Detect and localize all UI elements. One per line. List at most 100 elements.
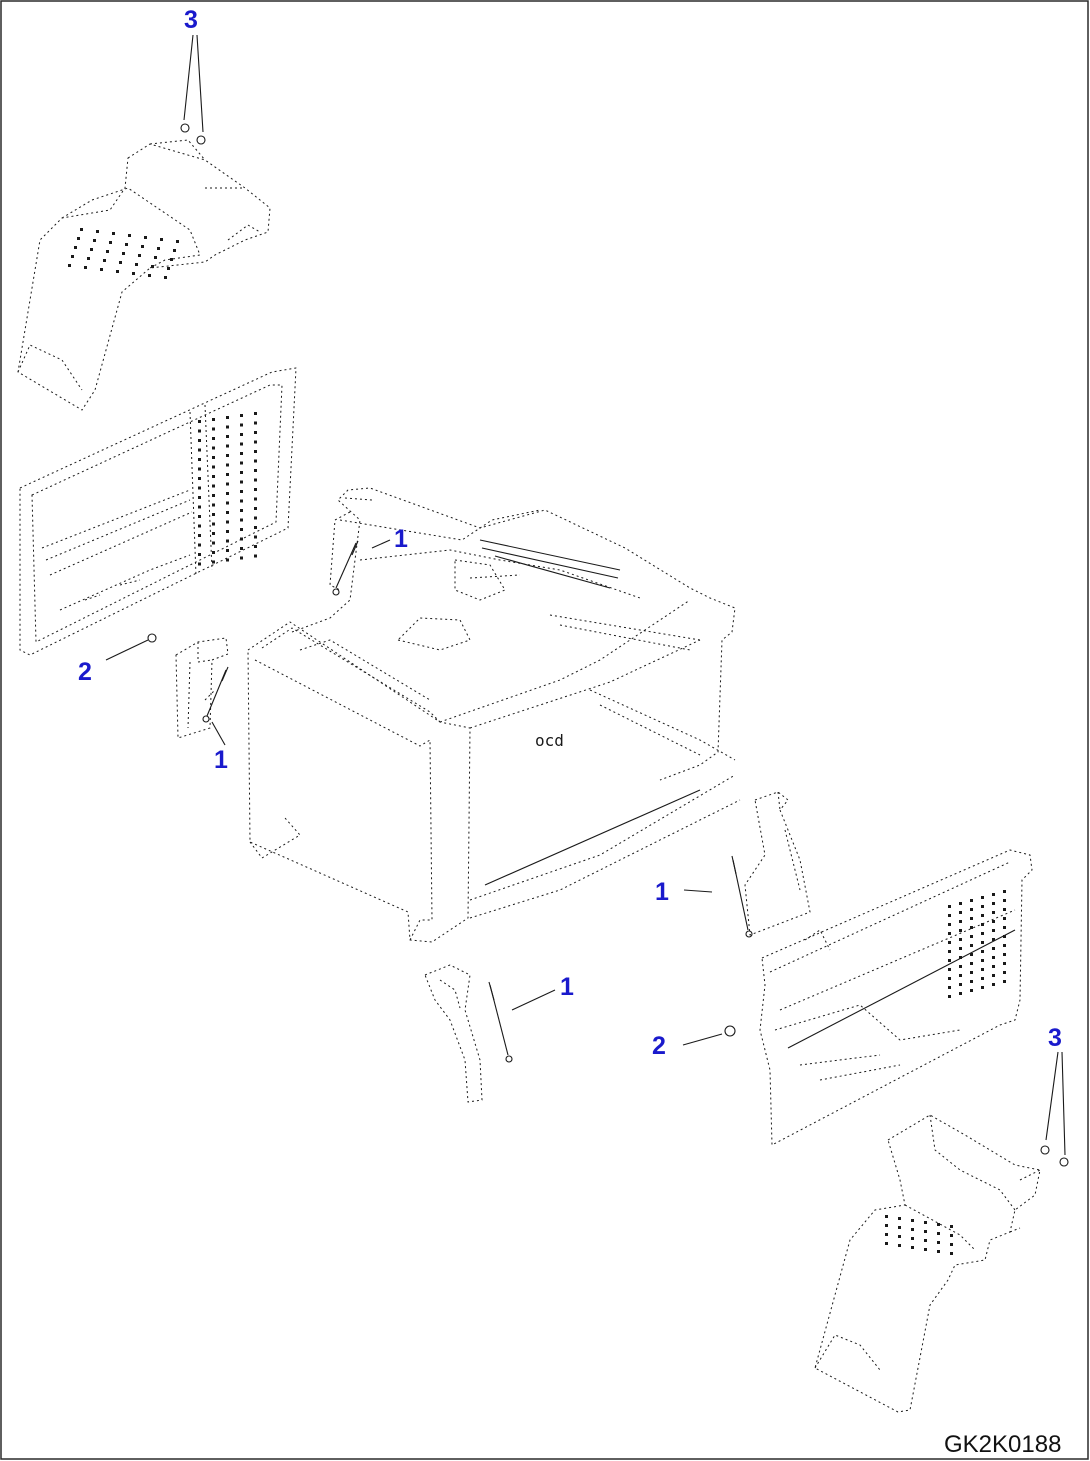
perforation-dot	[226, 473, 229, 476]
perforation-dot	[254, 421, 257, 425]
perforation-dot	[959, 974, 962, 977]
perforation-dot	[212, 513, 215, 516]
perforation-dot	[885, 1224, 888, 1227]
callout-labels: 3 1 2 1 1 1 2 3	[78, 6, 1062, 1060]
perforation-dot	[1003, 971, 1006, 974]
callout-1-left: 1	[214, 746, 228, 774]
perforation-dot	[1003, 962, 1006, 965]
perforation-dot	[240, 499, 243, 503]
perforation-dot	[959, 911, 962, 914]
perforation-dot	[948, 986, 951, 989]
perforation-dot	[240, 423, 243, 427]
perforation-dot	[240, 480, 243, 484]
perforation-dot	[970, 989, 973, 992]
perforation-dot	[226, 530, 229, 533]
right-door-mesh	[948, 890, 1006, 998]
perforation-dot	[198, 543, 201, 547]
perforation-dot	[981, 986, 984, 989]
perforation-dot	[226, 454, 229, 457]
perforation-dot	[212, 532, 215, 535]
perforation-dot	[212, 475, 215, 478]
perforation-dot	[198, 486, 201, 490]
perforation-dot	[959, 965, 962, 968]
bolt-top-a	[180, 123, 190, 133]
perforation-dot	[937, 1232, 940, 1235]
perforation-dot	[122, 252, 125, 255]
perforation-dot	[1003, 899, 1006, 902]
perforation-dot	[885, 1215, 888, 1218]
perforation-dot	[160, 238, 163, 241]
perforation-dot	[970, 917, 973, 920]
perforation-dot	[254, 440, 257, 444]
perforation-dot	[981, 941, 984, 944]
perforation-dot	[198, 458, 201, 461]
perforation-dot	[198, 562, 201, 566]
perforation-dot	[119, 261, 122, 264]
perforation-dot	[167, 267, 170, 270]
perforation-dot	[254, 478, 257, 482]
perforation-dot	[898, 1226, 901, 1229]
perforation-dot	[924, 1230, 927, 1233]
perforation-dot	[970, 908, 973, 911]
perforation-dot	[959, 947, 962, 950]
drawing-code: GK2K0188	[944, 1431, 1061, 1458]
perforation-dot	[116, 270, 119, 273]
perforation-dot	[254, 469, 257, 472]
perforation-dot	[198, 524, 201, 528]
perforation-dot	[198, 448, 201, 452]
perforation-dot	[885, 1233, 888, 1236]
perforation-dot	[212, 494, 215, 497]
perforation-dot	[970, 926, 973, 929]
perforation-dot	[176, 240, 179, 243]
perforation-dot	[981, 968, 984, 971]
perforation-dot	[198, 505, 201, 509]
bolt-right-a	[1040, 1145, 1050, 1155]
perforation-dot	[74, 246, 77, 249]
perforation-dot	[125, 243, 128, 246]
right-support-bracket	[744, 791, 811, 936]
perforation-dot	[254, 431, 257, 434]
perforation-dot	[240, 433, 243, 436]
perforation-dot	[112, 232, 115, 235]
perforation-dot	[992, 956, 995, 959]
perforation-dot	[173, 249, 176, 252]
perforation-dot	[937, 1241, 940, 1244]
callout-1-middle: 1	[655, 878, 669, 906]
callout-3-right: 3	[1048, 1024, 1062, 1052]
perforation-dot	[68, 264, 71, 267]
perforation-dot	[240, 547, 243, 550]
perforation-dot	[240, 556, 243, 560]
perforation-dot	[898, 1217, 901, 1220]
perforation-dot	[970, 962, 973, 965]
perforation-dot	[226, 425, 229, 429]
perforation-dot	[970, 935, 973, 938]
perforation-dot	[212, 437, 215, 440]
perforation-dot	[948, 914, 951, 917]
perforation-dot	[198, 496, 201, 499]
perforation-dot	[157, 247, 160, 250]
perforation-dot	[911, 1237, 914, 1240]
perforation-dot	[970, 953, 973, 956]
perforation-dot	[1003, 980, 1006, 983]
perforation-dot	[106, 250, 109, 253]
perforation-dot	[240, 528, 243, 531]
perforation-dot	[240, 442, 243, 446]
perforation-dot	[103, 259, 106, 262]
gas-spring-upper	[332, 540, 359, 596]
perforation-dot	[948, 941, 951, 944]
perforation-dot	[151, 265, 154, 268]
left-support-bracket	[175, 637, 229, 739]
perforation-dot	[226, 482, 229, 486]
perforation-dot	[950, 1225, 953, 1228]
perforation-dot	[254, 412, 257, 415]
perforation-dot	[1003, 908, 1006, 911]
perforation-dot	[135, 263, 138, 266]
perforation-dot	[950, 1234, 953, 1237]
perforation-dot	[212, 418, 215, 421]
perforation-dot	[87, 257, 90, 260]
perforation-dot	[212, 456, 215, 459]
perforation-dot	[950, 1252, 953, 1255]
callout-3-top: 3	[184, 6, 198, 34]
